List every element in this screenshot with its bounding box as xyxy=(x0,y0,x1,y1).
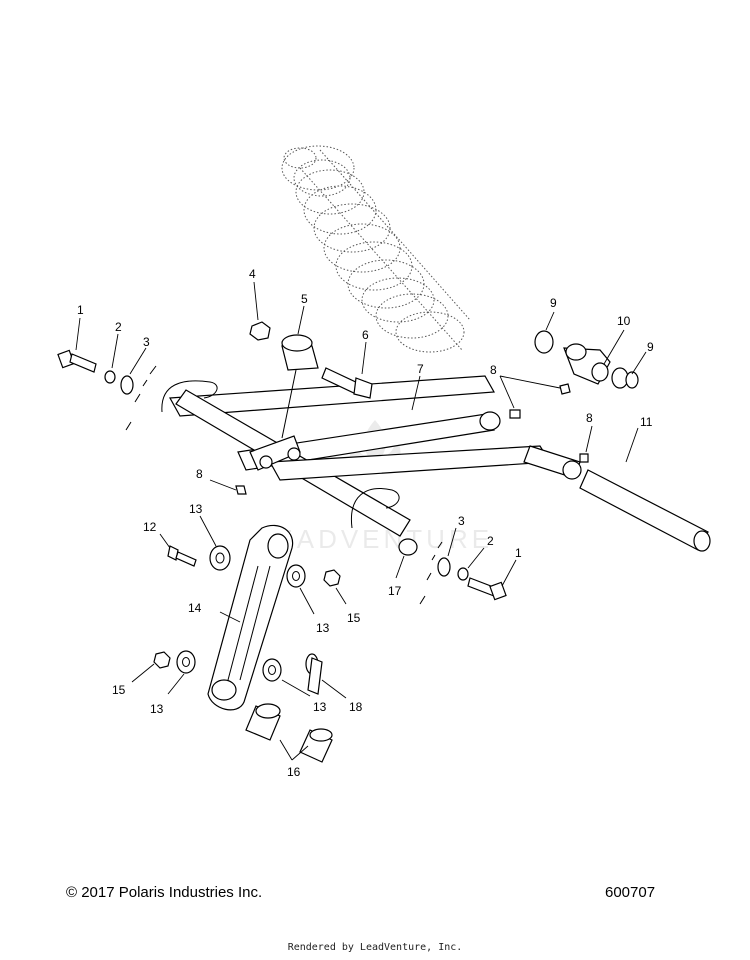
callout-13-bottom: 13 xyxy=(313,700,327,714)
nut-link-left xyxy=(153,651,171,669)
callout-8-left: 8 xyxy=(196,467,203,481)
nut-top xyxy=(249,321,271,341)
callout-9-left: 9 xyxy=(550,296,557,310)
callout-4: 4 xyxy=(249,267,256,281)
callout-18: 18 xyxy=(349,700,363,714)
callout-13-right: 13 xyxy=(316,621,330,635)
rendered-by-text: Rendered by LeadVenture, Inc. xyxy=(287,942,463,953)
bolt-shock xyxy=(321,367,373,399)
pin-link xyxy=(305,653,323,695)
grease-fitting-left xyxy=(235,485,247,495)
callout-5: 5 xyxy=(301,292,308,306)
callout-3-upper: 3 xyxy=(143,335,150,349)
callout-11: 11 xyxy=(640,415,653,429)
callout-13-left: 13 xyxy=(150,702,164,716)
grease-fitting-far-right xyxy=(579,453,589,463)
callout-2-upper: 2 xyxy=(115,320,122,334)
nut-link-right xyxy=(323,569,341,587)
callout-8-top: 8 xyxy=(490,363,497,377)
link-arm xyxy=(207,524,294,711)
pivot-shaft-end xyxy=(693,530,711,552)
leader-lines xyxy=(75,281,647,761)
callout-10: 10 xyxy=(617,314,631,328)
centerline-lower xyxy=(419,541,443,605)
callout-3-lower: 3 xyxy=(458,514,465,528)
shock-mount xyxy=(534,330,639,389)
figure-number: 600707 xyxy=(605,884,656,901)
shock-axis-line xyxy=(281,369,297,439)
callout-7: 7 xyxy=(417,362,424,376)
callouts: 1 2 3 4 5 6 7 8 8 8 9 9 10 11 12 13 13 1… xyxy=(77,267,654,779)
bushing-top xyxy=(281,334,319,371)
callout-6: 6 xyxy=(362,328,369,342)
bolt-lower xyxy=(467,577,507,601)
callout-15-right: 15 xyxy=(347,611,361,625)
washer-upper-large xyxy=(120,375,134,395)
grease-fitting-right xyxy=(559,383,571,395)
washer-upper-small xyxy=(104,370,116,384)
shock-spring-reference xyxy=(281,145,471,353)
callout-15-left: 15 xyxy=(112,683,126,697)
callout-13-top: 13 xyxy=(189,502,203,516)
callout-8-right: 8 xyxy=(586,411,593,425)
callout-9-right: 9 xyxy=(647,340,654,354)
callout-2-lower: 2 xyxy=(487,534,494,548)
washer-lower-large xyxy=(437,557,451,577)
callout-1-upper: 1 xyxy=(77,303,84,317)
callout-17: 17 xyxy=(388,584,402,598)
callout-12: 12 xyxy=(143,520,157,534)
callout-16: 16 xyxy=(287,765,301,779)
washer-lower-small xyxy=(457,567,469,581)
a-arm xyxy=(161,375,582,556)
centerline-upper xyxy=(125,365,157,431)
grease-fitting-center xyxy=(509,409,521,419)
callout-1-lower: 1 xyxy=(515,546,522,560)
pivot-shaft xyxy=(579,469,709,551)
link-bushings xyxy=(245,703,333,763)
callout-14: 14 xyxy=(188,601,202,615)
screw-link xyxy=(167,545,197,567)
copyright-text: © 2017 Polaris Industries Inc. xyxy=(66,884,263,901)
bolt-upper xyxy=(57,349,97,373)
link-washers xyxy=(176,545,306,682)
